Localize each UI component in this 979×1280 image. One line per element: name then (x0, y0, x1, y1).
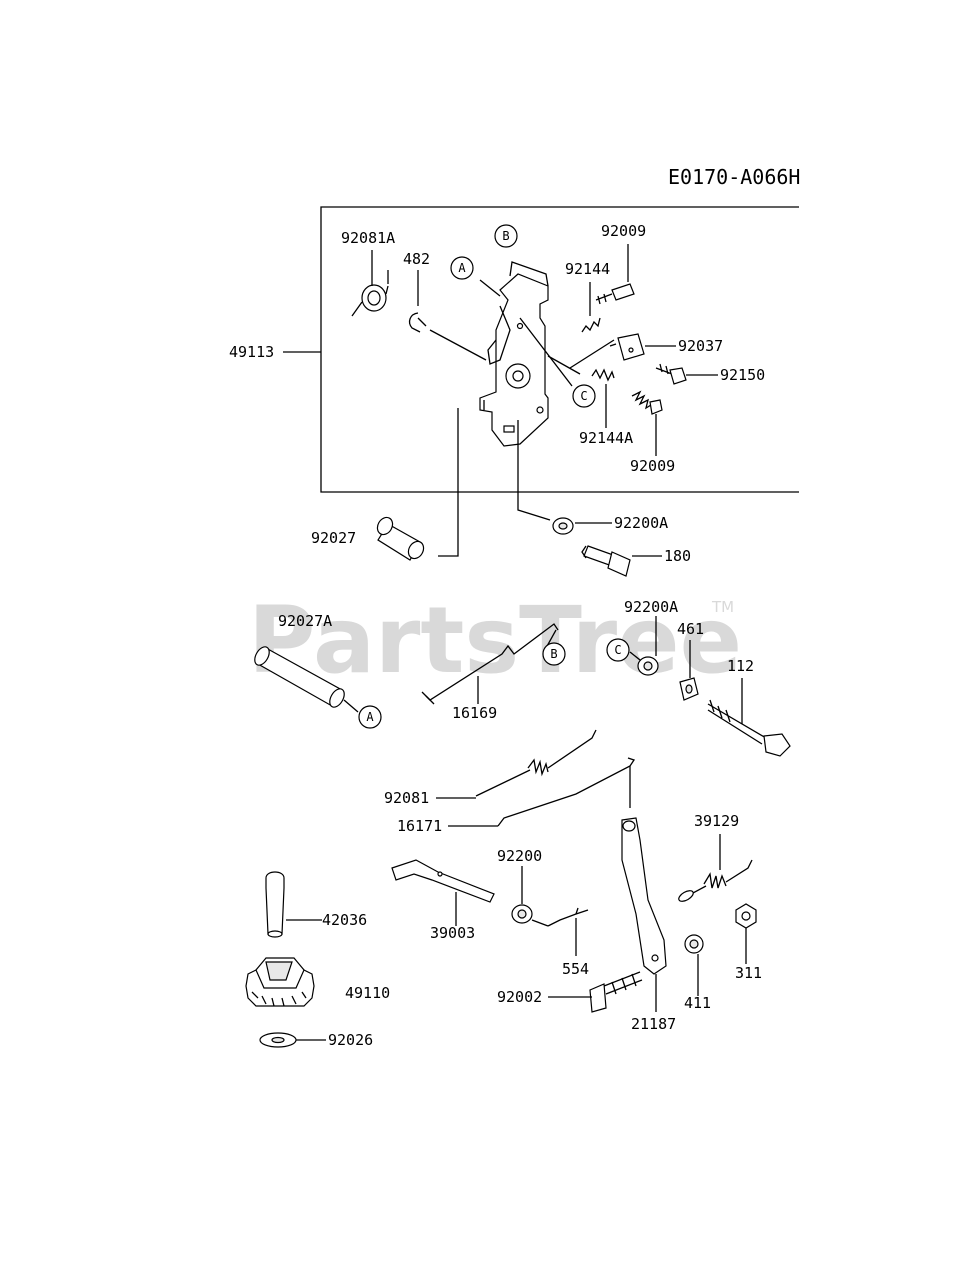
part-92027A-rod[interactable] (252, 644, 359, 713)
part-92144A-spring[interactable] (547, 355, 615, 428)
label-49110: 49110 (345, 984, 390, 1002)
part-92200-washer[interactable] (511, 866, 549, 927)
part-311-nut[interactable] (735, 903, 757, 964)
part-92037-clip[interactable] (569, 333, 676, 369)
label-92200A-top: 92200A (614, 514, 668, 532)
leader-92200A-top (517, 420, 551, 521)
callout-c-mid: C (606, 638, 630, 662)
part-39003-lever[interactable] (391, 859, 495, 926)
label-92037: 92037 (678, 337, 723, 355)
diagram-code: E0170-A066H (668, 165, 800, 189)
watermark: PartsTree (248, 587, 742, 694)
callout-b-mid: B (542, 642, 566, 666)
part-49110-gear[interactable] (245, 957, 315, 1007)
part-92144-spring[interactable] (581, 282, 601, 333)
part-112-bolt[interactable] (707, 678, 791, 757)
label-49113: 49113 (229, 343, 274, 361)
label-92081: 92081 (384, 789, 429, 807)
callout-c-top: C (572, 384, 596, 408)
label-311: 311 (735, 964, 762, 982)
label-92009-top: 92009 (601, 222, 646, 240)
label-411: 411 (684, 994, 711, 1012)
label-92200A-mid: 92200A (624, 598, 678, 616)
part-92081A-spring[interactable] (351, 250, 389, 317)
label-16171: 16171 (397, 817, 442, 835)
part-42036-cap[interactable] (265, 871, 322, 938)
leader-A-plate (479, 279, 501, 297)
label-461: 461 (677, 620, 704, 638)
label-92027: 92027 (311, 529, 356, 547)
part-92081-spring[interactable] (436, 729, 597, 799)
svg-text:C: C (580, 389, 587, 403)
part-control-plate[interactable] (479, 261, 549, 447)
label-92144A: 92144A (579, 429, 633, 447)
label-92150: 92150 (720, 366, 765, 384)
part-92150-screw[interactable] (655, 363, 718, 385)
part-92200A-washer-top[interactable] (552, 517, 612, 535)
part-92026-washer[interactable] (259, 1032, 326, 1048)
part-21187-lever[interactable] (621, 817, 667, 1012)
label-92002: 92002 (497, 988, 542, 1006)
callout-b-top: B (494, 224, 518, 248)
part-411-washer[interactable] (684, 934, 704, 996)
label-92027A: 92027A (278, 612, 332, 630)
part-461-washer[interactable] (679, 640, 699, 701)
label-42036: 42036 (322, 911, 367, 929)
svg-text:A: A (366, 710, 374, 724)
label-554: 554 (562, 960, 589, 978)
watermark-tm: TM (711, 598, 734, 616)
callout-a-top: A (450, 256, 474, 280)
svg-text:C: C (614, 643, 621, 657)
callout-a-mid: A (358, 705, 382, 729)
label-92009-bottom: 92009 (630, 457, 675, 475)
label-482: 482 (403, 250, 430, 268)
label-180: 180 (664, 547, 691, 565)
label-39129: 39129 (694, 812, 739, 830)
svg-text:B: B (550, 647, 557, 661)
label-112: 112 (727, 657, 754, 675)
leader-92027 (438, 408, 459, 557)
part-16171-rod[interactable] (448, 757, 636, 827)
label-92200: 92200 (497, 847, 542, 865)
part-180-bolt[interactable] (581, 545, 662, 577)
leader-C-plate (519, 317, 573, 387)
part-92027-spacer[interactable] (374, 515, 426, 562)
label-92081A: 92081A (341, 229, 395, 247)
part-92009-screw-top[interactable] (595, 244, 635, 305)
label-39003: 39003 (430, 924, 475, 942)
assembly-box (320, 206, 799, 493)
part-92002-bolt[interactable] (548, 971, 643, 1013)
part-482-clip[interactable] (408, 270, 487, 361)
svg-text:A: A (458, 261, 466, 275)
label-92144: 92144 (565, 260, 610, 278)
part-92009-screw-bottom[interactable] (631, 390, 663, 456)
label-21187: 21187 (631, 1015, 676, 1033)
part-39129-spring[interactable] (677, 834, 753, 903)
label-16169: 16169 (452, 704, 497, 722)
svg-text:B: B (502, 229, 509, 243)
part-554-pin[interactable] (547, 907, 589, 956)
label-92026: 92026 (328, 1031, 373, 1049)
part-92200A-washer-mid[interactable] (629, 616, 659, 676)
